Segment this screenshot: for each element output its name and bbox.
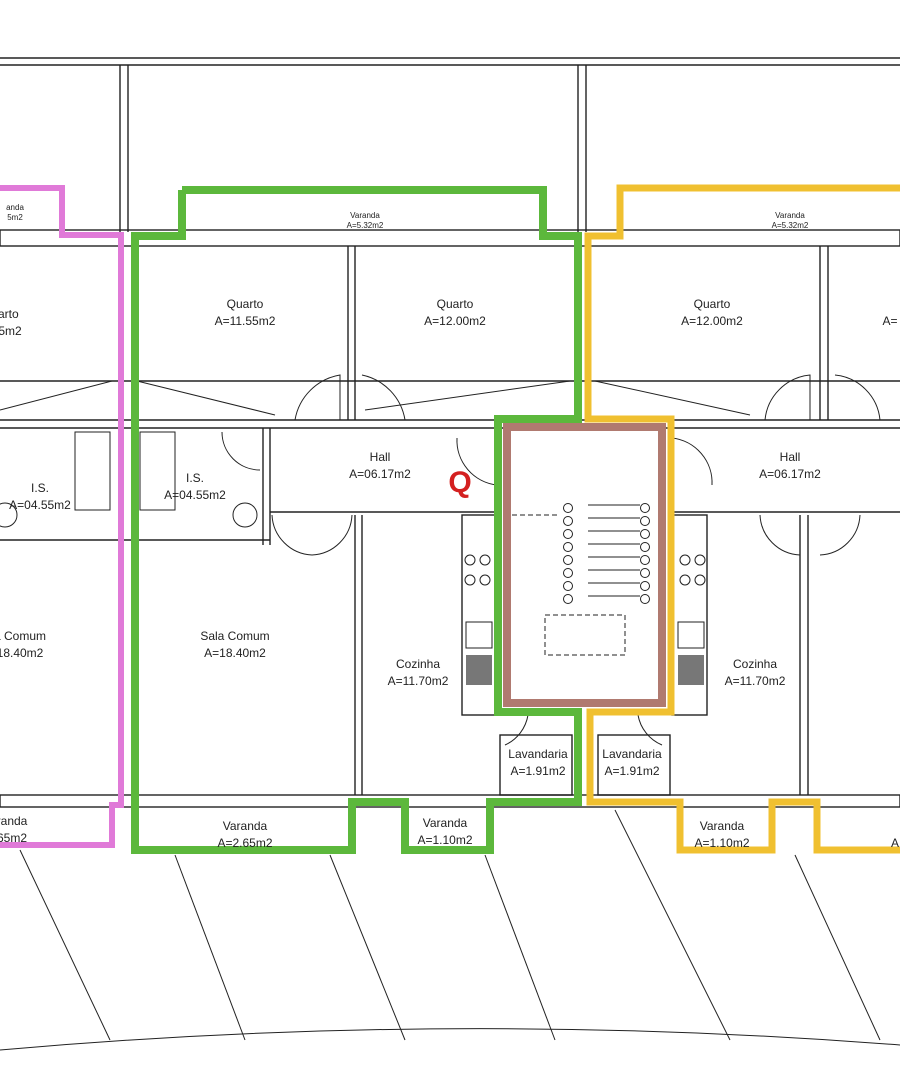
- room-area: A=06.17m2: [349, 467, 411, 481]
- room-area: A=1.91m2: [510, 764, 565, 778]
- walls: [0, 57, 900, 1051]
- room-name: Cozinha: [396, 657, 440, 671]
- room-area: A=11.70m2: [725, 674, 786, 688]
- room-area: .55m2: [0, 324, 22, 338]
- room-area: A=1.10m2: [417, 833, 472, 847]
- room-name: Varanda: [423, 816, 468, 830]
- stair-baluster: [640, 555, 650, 565]
- room-name: randa: [0, 814, 28, 828]
- room-name: Hall: [370, 450, 391, 464]
- green-unit-outline: [131, 186, 582, 854]
- room-name: Quarto: [227, 297, 264, 311]
- stair-baluster: [563, 581, 573, 591]
- room-name: Lavandaria: [602, 747, 662, 761]
- stair-baluster: [640, 568, 650, 578]
- stair-baluster: [563, 542, 573, 552]
- room-area: A: [891, 836, 899, 850]
- room-area: A=: [882, 314, 897, 328]
- pink-unit-outline: [0, 185, 124, 848]
- room-area: A=11.70m2: [388, 674, 449, 688]
- room-area: A=5.32m2: [347, 221, 384, 230]
- room-name: uarto: [0, 307, 19, 321]
- stair-baluster: [640, 594, 650, 604]
- room-name: Varanda: [700, 819, 745, 833]
- room-area: A=12.00m2: [681, 314, 743, 328]
- room-area: A=18.40m2: [204, 646, 266, 660]
- room-area: A=2.65m2: [217, 836, 272, 850]
- room-area: A=5.32m2: [772, 221, 809, 230]
- room-area: A=1.91m2: [604, 764, 659, 778]
- room-name: I.S.: [31, 481, 49, 495]
- room-name: Quarto: [437, 297, 474, 311]
- room-name: Quarto: [694, 297, 731, 311]
- room-area: 65m2: [0, 831, 27, 845]
- yellow-unit-outline: [584, 184, 900, 854]
- stair-baluster: [640, 529, 650, 539]
- stair-baluster: [563, 594, 573, 604]
- room-area: A=04.55m2: [9, 498, 71, 512]
- room-name: Hall: [780, 450, 801, 464]
- stair-baluster: [563, 529, 573, 539]
- room-name: Varanda: [350, 211, 380, 220]
- stair-baluster: [563, 516, 573, 526]
- room-area: A=04.55m2: [164, 488, 226, 502]
- marker-label: Q: [448, 466, 471, 499]
- stair-core: [503, 423, 666, 707]
- room-name: I.S.: [186, 471, 204, 485]
- room-name: a Comum: [0, 629, 46, 643]
- room-name: Cozinha: [733, 657, 777, 671]
- room-area: A=06.17m2: [759, 467, 821, 481]
- room-name: anda: [6, 203, 24, 212]
- room-area: A=1.10m2: [694, 836, 749, 850]
- stair-baluster: [640, 542, 650, 552]
- stair-baluster: [640, 516, 650, 526]
- room-area: 18.40m2: [0, 646, 44, 660]
- stair-baluster: [563, 503, 573, 513]
- room-area: 5m2: [7, 213, 23, 222]
- stair-baluster: [640, 581, 650, 591]
- stair-baluster: [563, 555, 573, 565]
- stair-baluster: [640, 503, 650, 513]
- room-area: A=11.55m2: [215, 314, 276, 328]
- stair-baluster: [563, 568, 573, 578]
- room-area: A=12.00m2: [424, 314, 486, 328]
- room-name: Varanda: [775, 211, 805, 220]
- room-name: Lavandaria: [508, 747, 568, 761]
- room-name: Sala Comum: [200, 629, 269, 643]
- room-name: Varanda: [223, 819, 268, 833]
